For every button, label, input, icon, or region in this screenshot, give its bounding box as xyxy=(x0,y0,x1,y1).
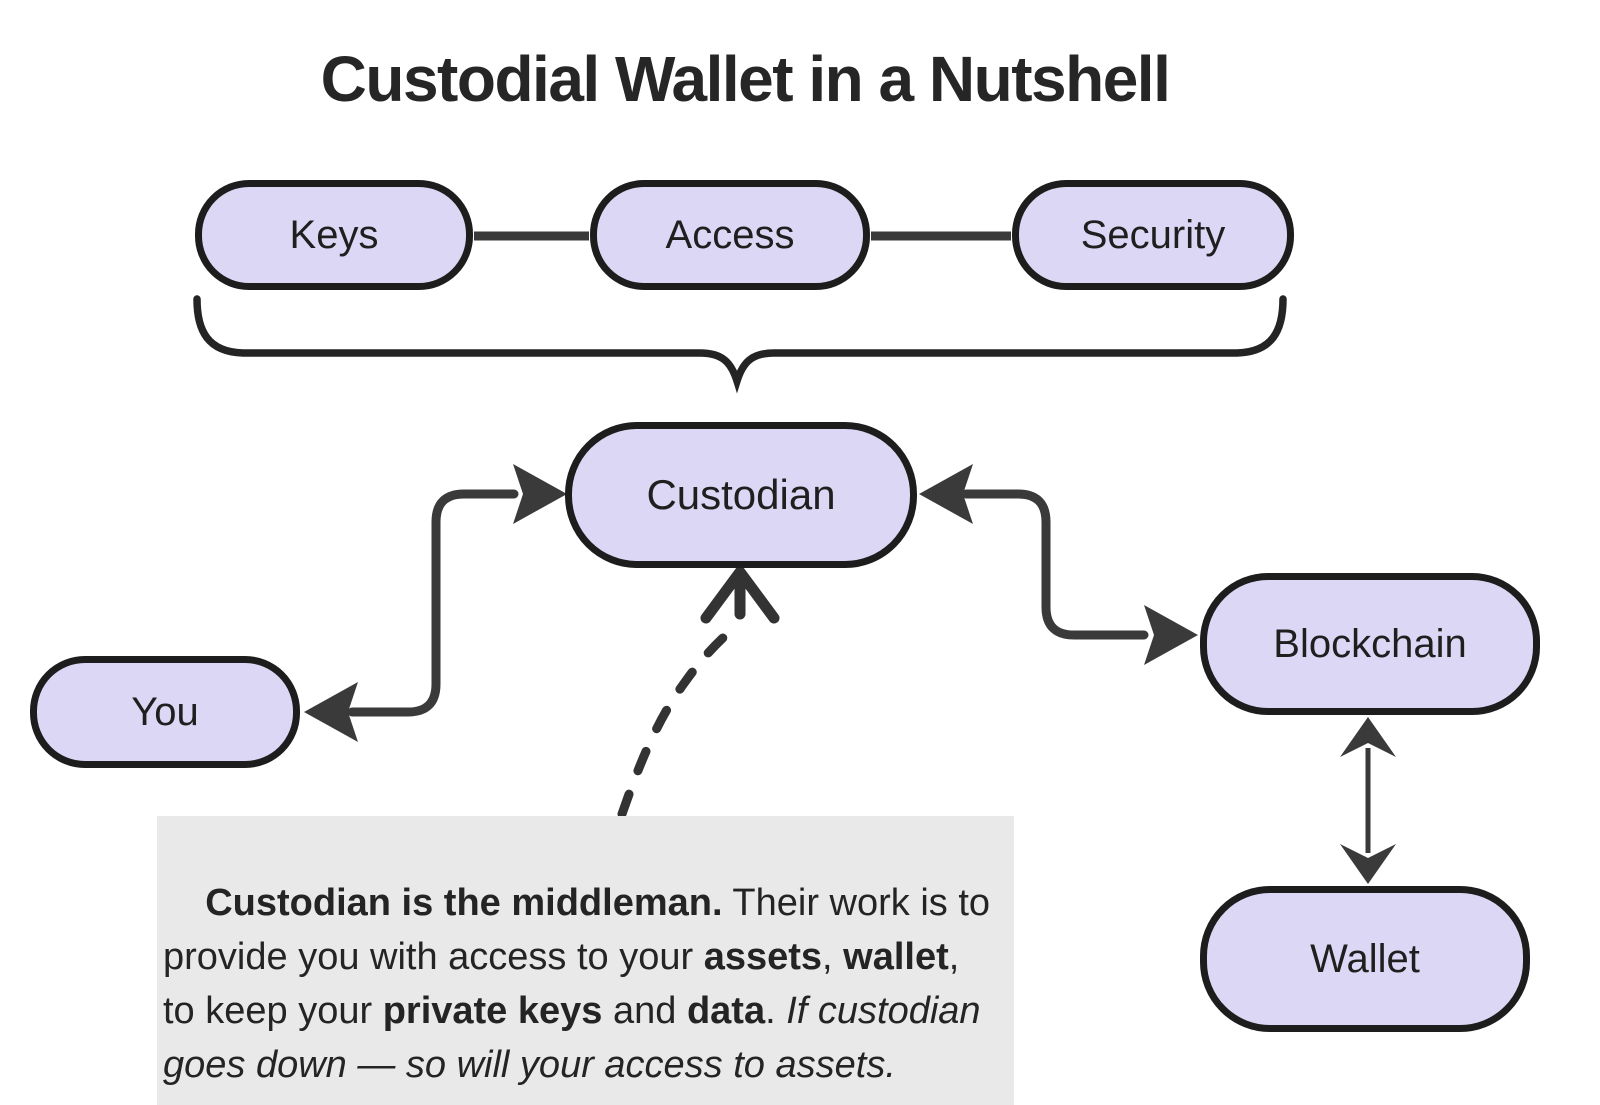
arrowhead-up-into-blockchain-icon xyxy=(1340,717,1396,757)
node-wallet-label: Wallet xyxy=(1310,936,1420,981)
you-custodian-connector xyxy=(347,489,519,717)
node-you: You xyxy=(30,656,300,768)
node-access: Access xyxy=(590,180,870,290)
annotation-segment: and xyxy=(602,990,687,1032)
node-security: Security xyxy=(1012,180,1294,290)
annotation-segment: private keys xyxy=(382,990,603,1032)
annotation-segment: If custodian goes down — so will your ac… xyxy=(163,990,981,1086)
annotation-segment: , to keep your xyxy=(163,936,960,1032)
arrowhead-into-blockchain-icon xyxy=(1144,605,1198,665)
node-security-label: Security xyxy=(1080,212,1226,257)
annotation-segment: Their work is to provide you with access… xyxy=(163,882,991,978)
diagram-title: Custodial Wallet in a Nutshell xyxy=(320,43,1171,115)
node-blockchain-label: Blockchain xyxy=(1273,621,1467,666)
node-access-label: Access xyxy=(665,212,795,257)
annotation-segment: Custodian is the middleman. xyxy=(205,882,723,924)
annotation-segment: , xyxy=(822,936,844,978)
custodian-blockchain-connector xyxy=(961,489,1149,640)
node-wallet: Wallet xyxy=(1200,886,1530,1032)
annotation-custodian-dashed-connector xyxy=(617,629,732,819)
arrowhead-into-you-icon xyxy=(304,682,358,742)
open-chevron-arrowhead-icon xyxy=(700,566,780,624)
annotation-segment: data xyxy=(686,990,766,1032)
curly-brace xyxy=(193,295,1287,394)
arrowhead-into-custodian-left-icon xyxy=(513,464,567,524)
annotation-segment: . xyxy=(765,990,787,1032)
arrowhead-down-into-wallet-icon xyxy=(1340,844,1396,884)
annotation-segment: wallet xyxy=(843,936,949,978)
arrowhead-into-custodian-right-icon xyxy=(919,464,973,524)
node-custodian: Custodian xyxy=(565,422,917,568)
node-blockchain: Blockchain xyxy=(1200,573,1540,715)
node-keys-label: Keys xyxy=(289,212,379,257)
annotation-segment: assets xyxy=(703,936,823,978)
node-keys: Keys xyxy=(195,180,473,290)
annotation-box: Custodian is the middleman. Their work i… xyxy=(157,816,1015,1105)
node-you-label: You xyxy=(131,689,199,734)
node-custodian-label: Custodian xyxy=(646,471,836,518)
